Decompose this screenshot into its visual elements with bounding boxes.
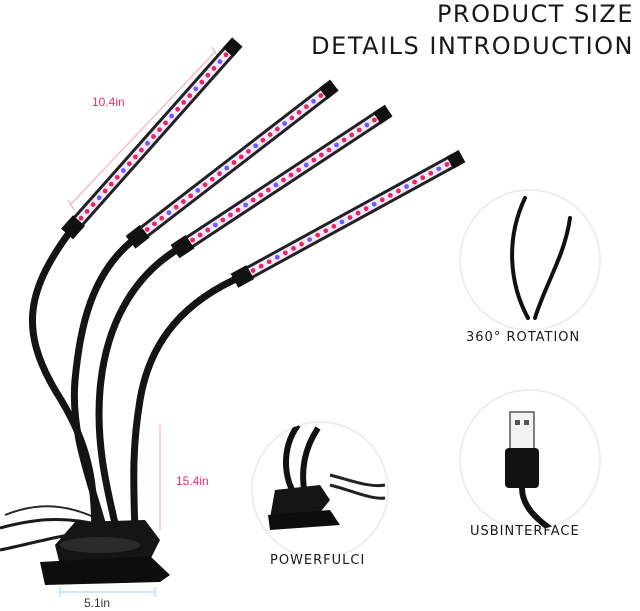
usb-label: USBINTERFACE [470,524,580,539]
led-bar [125,79,339,249]
clip-label: POWERFULCI [270,553,366,568]
heading-product-size: PRODUCT SIZE [436,0,634,28]
led-bar [61,37,243,240]
dimension-clip-width [59,587,156,597]
height-label: 15.4in [176,474,209,488]
led-bar [230,150,466,288]
gooseneck-arms [28,221,249,549]
rotation-detail [459,189,601,331]
rotation-label: 360° ROTATION [466,330,581,345]
bar-length-label: 10.4in [92,95,125,109]
clip-detail [251,421,389,559]
clip-base [40,520,170,585]
led-bars [61,37,466,288]
clip-width-label: 5.1in [84,596,111,610]
led-bar [170,104,393,259]
usb-detail [459,389,601,531]
heading-details-introduction: DETAILS INTRODUCTION [311,32,634,60]
